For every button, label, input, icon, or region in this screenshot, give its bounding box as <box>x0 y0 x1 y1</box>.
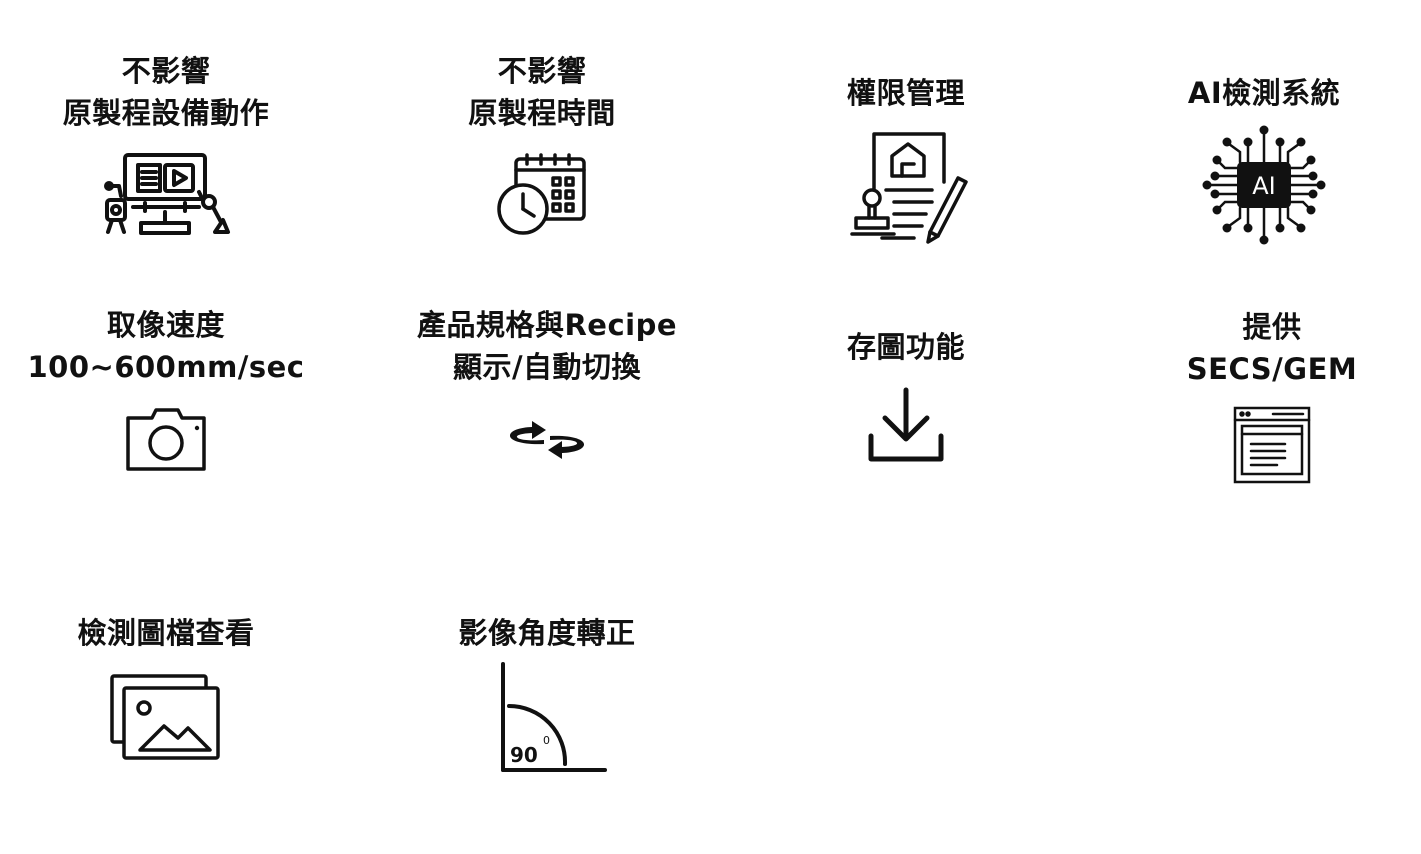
feature-label-line: 檢測圖檔查看 <box>77 616 255 650</box>
download-icon <box>867 386 945 464</box>
switch-arrows-icon <box>502 418 592 462</box>
feature-label: 產品規格與Recipe 顯示/自動切換 <box>397 304 697 388</box>
feature-angle-correction: 影像角度轉正 90 0 <box>397 612 697 772</box>
ai-chip-text: AI <box>1252 172 1276 200</box>
feature-label-line: SECS/GEM <box>1186 352 1358 386</box>
feature-equipment: 不影響 原製程設備動作 <box>16 50 316 235</box>
feature-capture-speed: 取像速度 100~600mm/sec <box>16 304 316 471</box>
ai-chip-icon: AI <box>1202 124 1326 246</box>
feature-label: 不影響 原製程設備動作 <box>16 50 316 134</box>
feature-label: 提供 SECS/GEM <box>1122 306 1421 390</box>
equipment-icon <box>101 152 231 238</box>
feature-recipe-switch: 產品規格與Recipe 顯示/自動切換 <box>397 304 697 459</box>
feature-label: AI檢測系統 <box>1114 72 1414 114</box>
feature-image-viewer: 檢測圖檔查看 <box>16 612 316 760</box>
feature-label-line: 存圖功能 <box>846 330 965 364</box>
feature-label-line: 影像角度轉正 <box>458 616 636 650</box>
feature-label-line: 原製程時間 <box>468 96 616 130</box>
feature-label-line: 不影響 <box>121 54 211 88</box>
feature-label-line: 產品規格與Recipe <box>416 308 678 342</box>
image-gallery-icon <box>110 674 222 760</box>
feature-label-line: 原製程設備動作 <box>62 96 270 130</box>
window-icon <box>1233 406 1311 484</box>
feature-label-line: 取像速度 <box>106 308 225 342</box>
feature-label-line: 100~600mm/sec <box>27 350 305 384</box>
feature-label: 不影響 原製程時間 <box>392 50 692 134</box>
feature-label-line: 提供 <box>1242 310 1302 344</box>
angle-icon: 90 0 <box>499 660 609 774</box>
feature-label-line: 權限管理 <box>846 76 965 110</box>
feature-permission: 權限管理 <box>756 72 1056 244</box>
feature-label: 檢測圖檔查看 <box>16 612 316 654</box>
document-stamp-icon <box>848 130 968 246</box>
feature-label-line: AI檢測系統 <box>1187 76 1341 110</box>
feature-label-line: 不影響 <box>497 54 587 88</box>
feature-secs-gem: 提供 SECS/GEM <box>1122 306 1421 484</box>
feature-label: 存圖功能 <box>756 326 1056 368</box>
feature-label: 影像角度轉正 <box>397 612 697 654</box>
angle-degree: 0 <box>543 734 550 747</box>
angle-value: 90 <box>510 743 538 767</box>
feature-save-image: 存圖功能 <box>756 326 1056 462</box>
feature-label: 權限管理 <box>756 72 1056 114</box>
feature-label-line: 顯示/自動切換 <box>452 350 642 384</box>
feature-label: 取像速度 100~600mm/sec <box>16 304 316 388</box>
camera-icon <box>125 408 207 472</box>
feature-ai-system: AI檢測系統 <box>1114 72 1414 245</box>
calendar-clock-icon <box>496 153 588 238</box>
feature-process-time: 不影響 原製程時間 <box>392 50 692 235</box>
